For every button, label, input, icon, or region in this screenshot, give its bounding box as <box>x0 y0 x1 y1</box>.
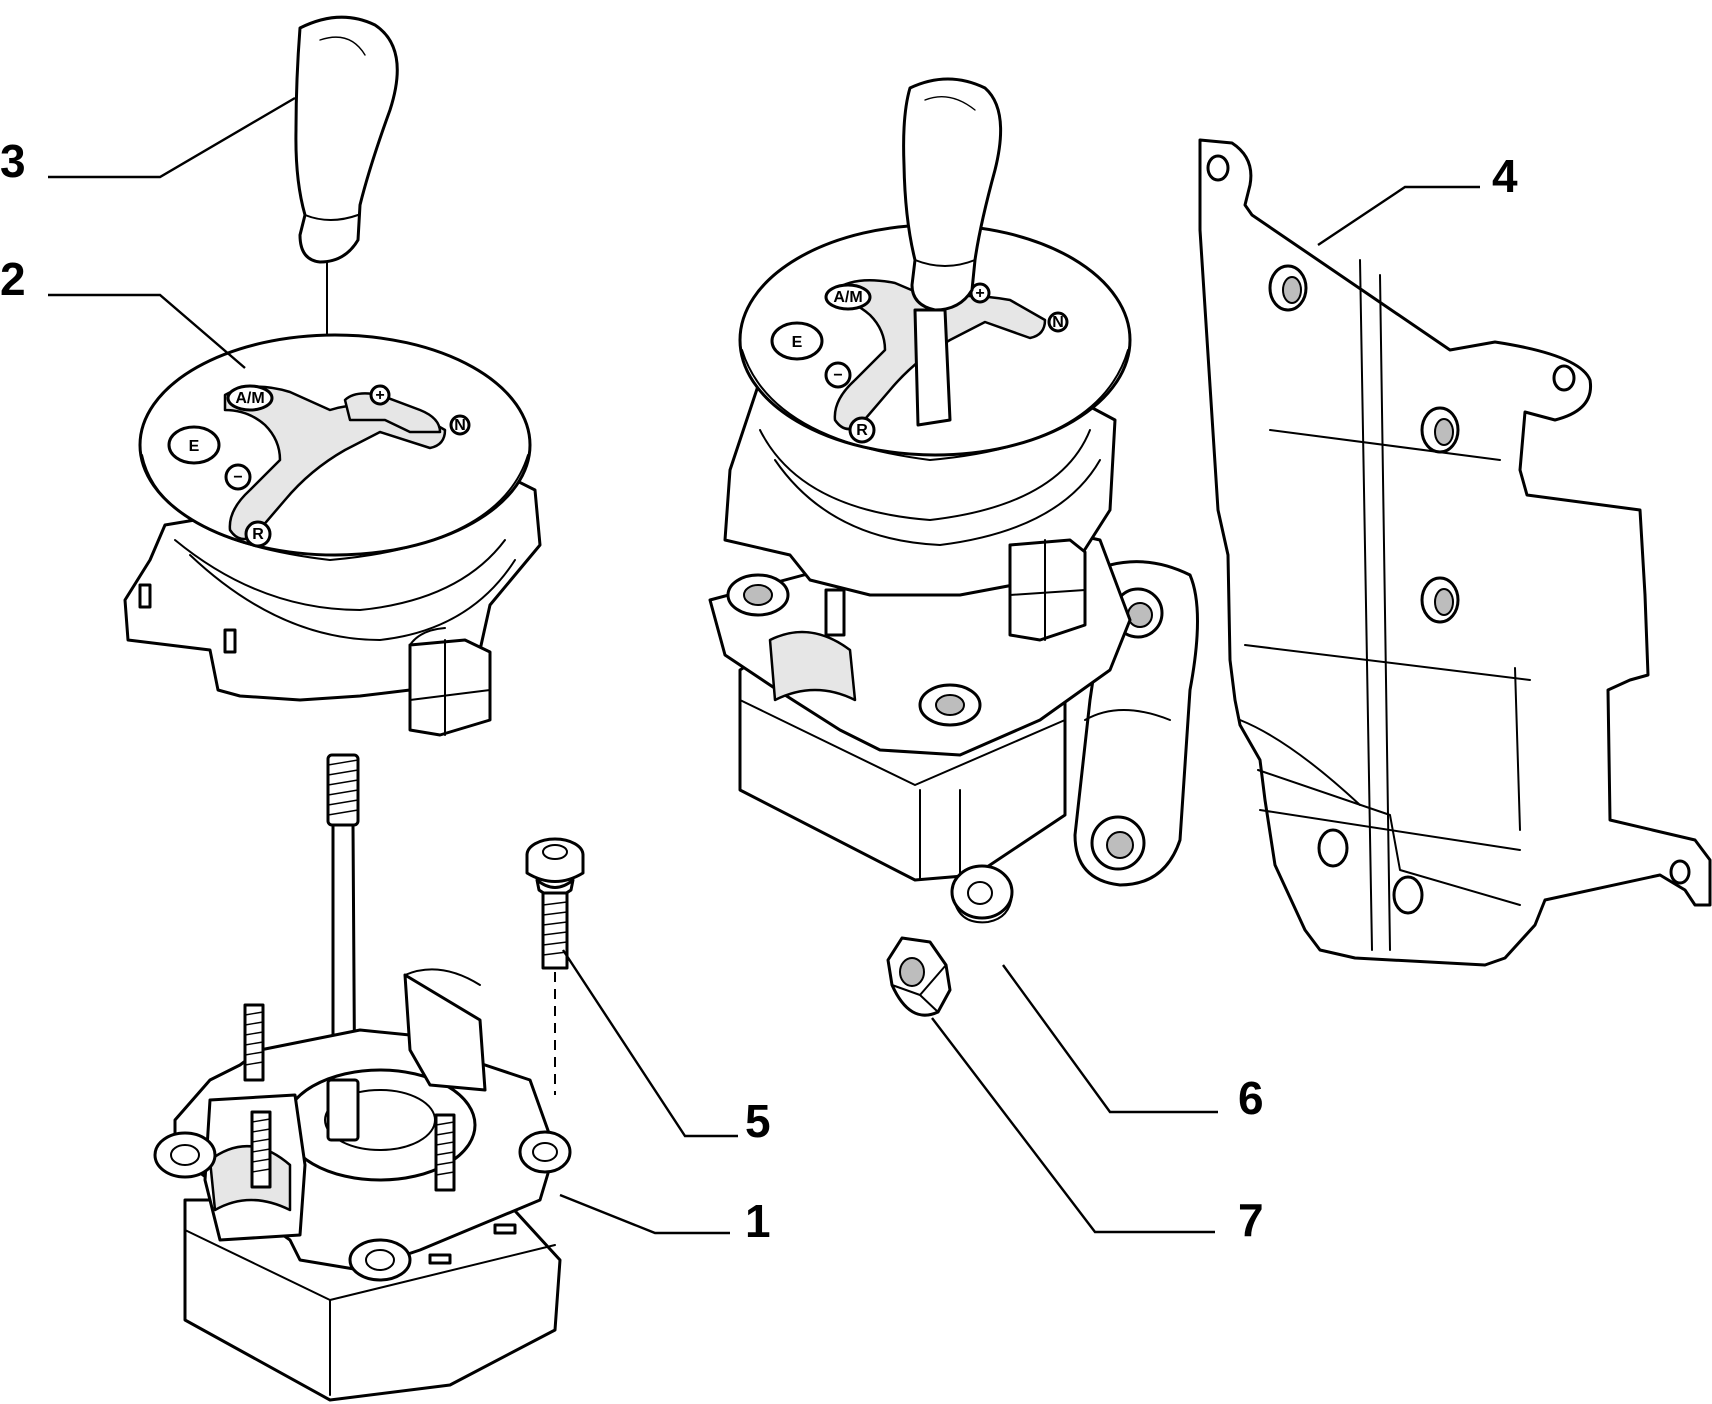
leader-5 <box>561 949 738 1138</box>
gate-symbol-plus: + <box>375 387 384 404</box>
callout-6: 6 <box>1238 1072 1264 1124</box>
part-6-washer <box>950 864 1014 924</box>
leader-4 <box>1317 185 1480 246</box>
assembled-symbol-a-m: A/M <box>833 289 862 306</box>
callout-2: 2 <box>0 253 26 305</box>
callout-5: 5 <box>745 1095 771 1147</box>
part-7-nut <box>886 936 952 1017</box>
callout-3: 3 <box>0 135 26 187</box>
leader-7 <box>931 1017 1215 1234</box>
leader-2 <box>48 293 246 369</box>
base-studs <box>243 1003 456 1192</box>
assembled-symbol-minus: − <box>833 367 842 384</box>
gate-symbol-n: N <box>454 417 466 434</box>
assembled-symbol-e: E <box>792 334 803 351</box>
callout-1: 1 <box>745 1195 771 1247</box>
assembled-symbol-r: R <box>856 422 868 439</box>
part-2-gate-housing: E A/M − R + N <box>123 333 542 737</box>
callout-7: 7 <box>1238 1194 1264 1246</box>
gate-symbol-r: R <box>252 526 264 543</box>
leader-lines <box>48 96 1480 1235</box>
gate-symbol-e: E <box>189 438 200 455</box>
leader-1 <box>559 1193 730 1235</box>
part-4-mounting-bracket <box>1198 138 1712 967</box>
callout-numbers: 3 2 4 5 6 7 1 <box>0 135 1518 1247</box>
leader-3 <box>48 96 296 179</box>
part-1-selector-base <box>153 753 572 1402</box>
assembled-symbol-n: N <box>1052 314 1064 331</box>
part-3-gear-knob <box>294 15 399 366</box>
gate-symbol-a-m: A/M <box>235 390 264 407</box>
callout-4: 4 <box>1492 150 1518 202</box>
assembled-selector-unit: E A/M − R + N <box>708 77 1199 887</box>
part-5-bolt <box>525 837 585 1095</box>
assembled-symbol-plus: + <box>975 285 984 302</box>
leader-6 <box>1002 964 1218 1114</box>
gate-symbol-minus: − <box>233 469 242 486</box>
